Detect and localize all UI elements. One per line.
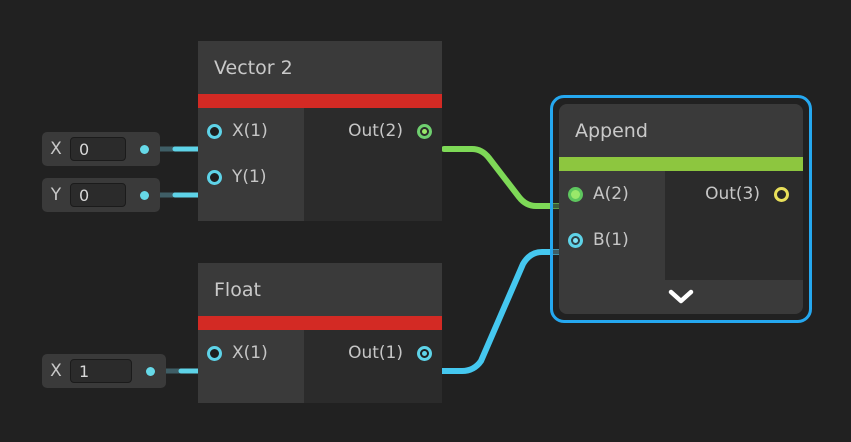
node-vector2-port-x-label: X(1) (232, 120, 268, 141)
connection-dot-icon[interactable] (140, 144, 149, 154)
node-vector2-port-out-label: Out(2) (348, 120, 403, 141)
float-x-widget-input[interactable]: 1 (70, 359, 132, 383)
vector2-y-widget[interactable]: Y 0 (42, 178, 160, 212)
vector2-y-widget-input[interactable]: 0 (70, 183, 126, 207)
node-float-port-out[interactable]: Out(1) (304, 330, 442, 376)
node-float[interactable]: Float X(1) Out(1) (198, 263, 442, 403)
node-append-title[interactable]: Append (559, 104, 803, 157)
chevron-down-icon[interactable] (668, 289, 694, 305)
node-float-port-x-label: X(1) (232, 342, 268, 363)
node-vector2-title[interactable]: Vector 2 (198, 41, 442, 94)
node-float-port-x[interactable]: X(1) (198, 330, 304, 376)
node-append-port-a[interactable]: A(2) (559, 171, 665, 217)
node-vector2-outputs: Out(2) (304, 108, 442, 221)
float-x-widget-label: X (50, 360, 62, 381)
node-append-accent-bar (559, 157, 803, 171)
node-vector2-accent-bar (198, 94, 442, 108)
node-append-expander[interactable] (559, 280, 803, 314)
wire-float-out-to-append-b (439, 249, 569, 374)
node-append-port-a-label: A(2) (593, 183, 629, 204)
vector2-x-widget-label: X (50, 138, 62, 159)
connection-dot-icon[interactable] (146, 366, 155, 376)
node-append-port-out[interactable]: Out(3) (665, 171, 803, 217)
node-append[interactable]: Append A(2) B(1) Out(3) (559, 104, 803, 314)
input-port-icon[interactable] (568, 232, 583, 248)
wire-vector2-out-to-append-a (441, 146, 569, 209)
node-vector2-port-x[interactable]: X(1) (198, 108, 304, 154)
connection-dot-icon[interactable] (140, 190, 149, 200)
node-float-port-out-label: Out(1) (348, 342, 403, 363)
node-append-inputs: A(2) B(1) (559, 171, 665, 280)
output-port-icon[interactable] (774, 186, 789, 202)
vector2-x-widget-input[interactable]: 0 (70, 137, 126, 161)
node-float-outputs: Out(1) (304, 330, 442, 403)
vector2-x-widget[interactable]: X 0 (42, 132, 160, 166)
node-vector2-port-out[interactable]: Out(2) (304, 108, 442, 154)
float-x-widget[interactable]: X 1 (42, 354, 166, 388)
input-port-icon[interactable] (207, 169, 222, 185)
input-port-icon[interactable] (207, 345, 222, 361)
output-port-icon[interactable] (417, 345, 432, 361)
input-port-icon[interactable] (568, 186, 583, 202)
node-append-port-out-label: Out(3) (705, 183, 760, 204)
vector2-y-widget-label: Y (50, 184, 62, 205)
node-float-title[interactable]: Float (198, 263, 442, 316)
node-append-port-b-label: B(1) (593, 229, 629, 250)
node-vector2-port-y-label: Y(1) (232, 166, 267, 187)
node-vector2[interactable]: Vector 2 X(1) Y(1) Out(2) (198, 41, 442, 221)
input-port-icon[interactable] (207, 123, 222, 139)
node-vector2-port-y[interactable]: Y(1) (198, 154, 304, 200)
node-append-port-b[interactable]: B(1) (559, 217, 665, 263)
node-float-inputs: X(1) (198, 330, 304, 403)
node-float-accent-bar (198, 316, 442, 330)
output-port-icon[interactable] (417, 123, 432, 139)
node-append-outputs: Out(3) (665, 171, 803, 280)
node-vector2-inputs: X(1) Y(1) (198, 108, 304, 221)
